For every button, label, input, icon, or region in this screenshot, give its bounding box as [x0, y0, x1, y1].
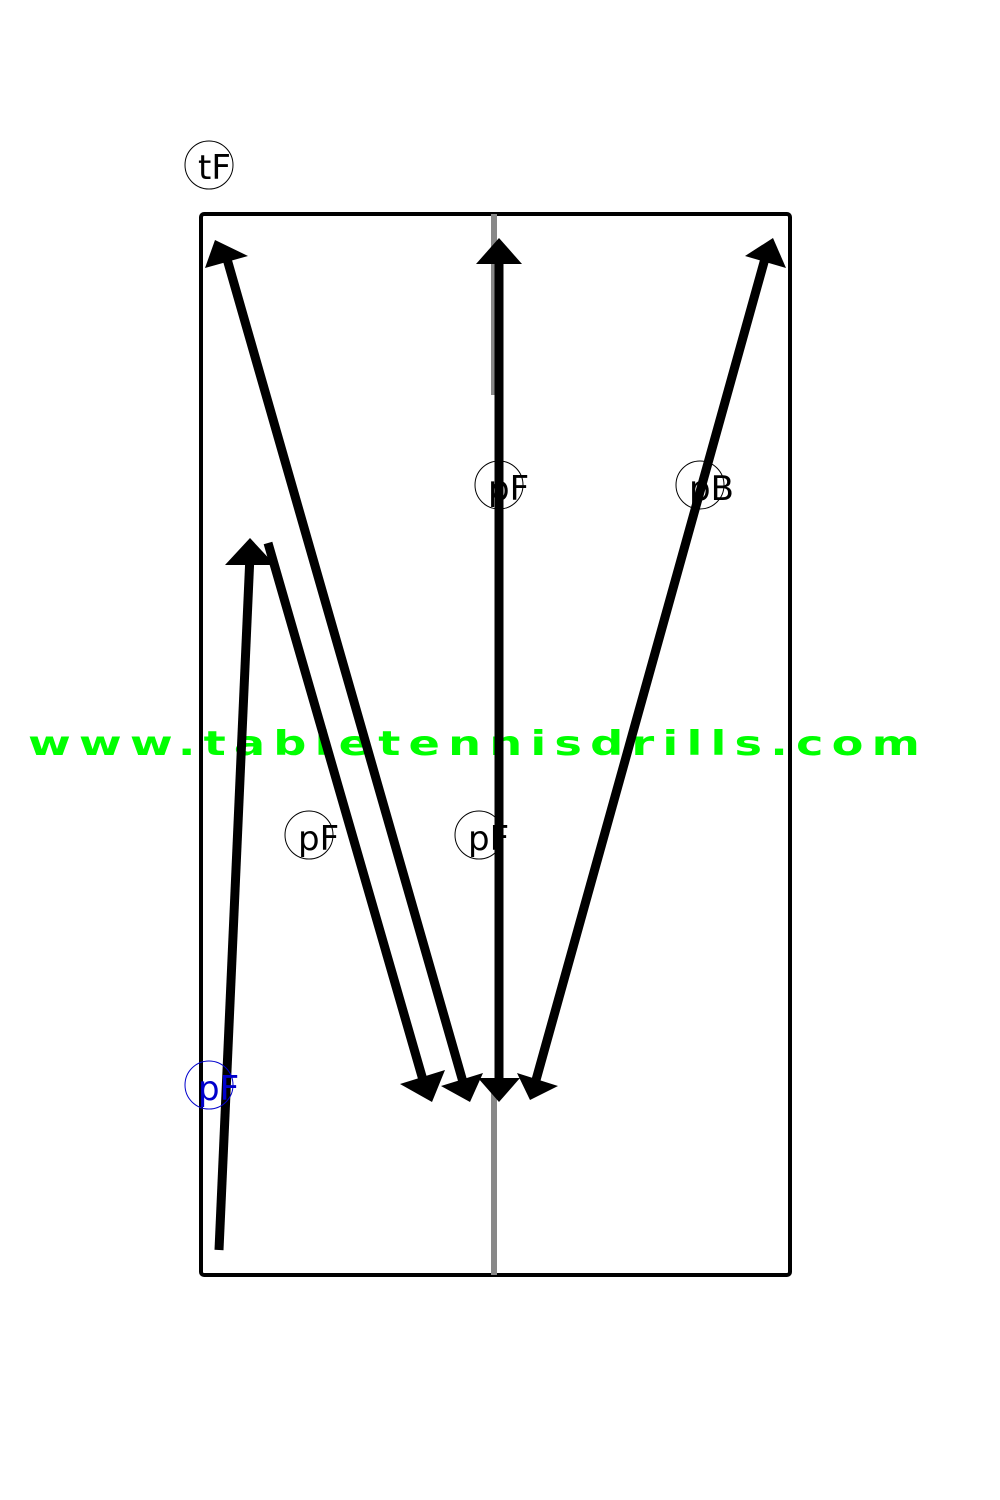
- label-text: pB: [689, 469, 734, 509]
- arrow-head-top-center: [476, 238, 522, 264]
- label-text: pF: [468, 819, 509, 859]
- label-pf-lower-left: pF: [184, 1060, 239, 1110]
- label-circle: [454, 810, 504, 860]
- label-text: tF: [198, 148, 231, 188]
- label-tf-top: tF: [184, 140, 234, 190]
- arrow-head-bottom-4: [517, 1073, 558, 1100]
- path-center-to-top-left: [220, 250, 468, 1084]
- watermark-text: www.tabletennisdrills.com: [28, 724, 928, 764]
- path-serve-left: [214, 554, 255, 1251]
- label-circle: [474, 460, 524, 510]
- arrow-heads: [205, 238, 786, 1102]
- label-text: pF: [488, 469, 529, 509]
- arrow-head-bottom-3: [478, 1078, 520, 1102]
- label-pf-upper-center: pF: [474, 460, 529, 510]
- label-circle: [184, 1060, 234, 1110]
- stroke-labels: tF pF pB pF pF pF: [184, 140, 734, 1110]
- label-circle: [284, 810, 334, 860]
- label-circle: [675, 460, 725, 510]
- arrow-head-bottom-2: [441, 1073, 483, 1102]
- label-pb-upper-right: pB: [675, 460, 734, 510]
- arrow-head-left-top: [225, 538, 275, 565]
- label-text: pF: [198, 1069, 239, 1109]
- arrow-head-top-right: [745, 238, 786, 268]
- label-pf-mid-center: pF: [454, 810, 509, 860]
- label-circle: [184, 140, 234, 190]
- label-pf-mid-left: pF: [284, 810, 339, 860]
- ball-paths: [214, 250, 771, 1251]
- path-left-to-center: [263, 541, 428, 1082]
- path-center-to-top-right: [531, 253, 771, 1082]
- arrow-head-top-left: [205, 240, 248, 268]
- arrow-head-bottom-1: [400, 1070, 445, 1102]
- label-text: pF: [298, 819, 339, 859]
